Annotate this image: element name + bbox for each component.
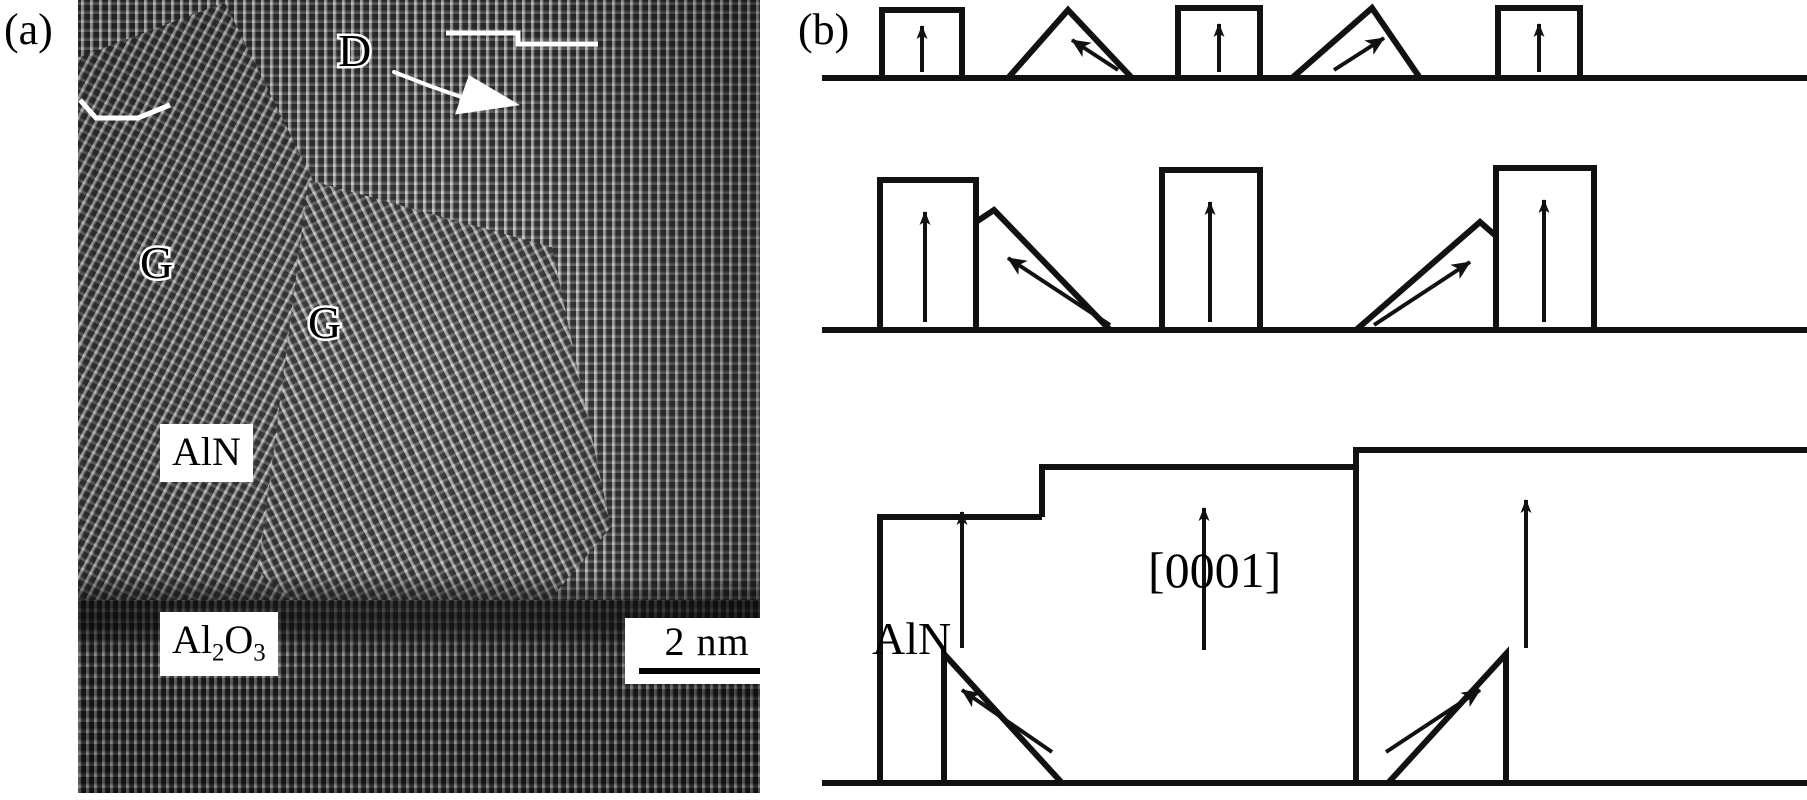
substrate-label-o: O — [224, 617, 254, 662]
stage-3-group — [822, 447, 1807, 786]
scale-bar-label: 2 nm — [664, 619, 750, 664]
stage-3-boundary-right — [1385, 646, 1509, 786]
stage-3-arrow-upright — [1384, 688, 1482, 754]
substrate-label-sub-2: 2 — [212, 639, 225, 667]
stage-1-group — [822, 3, 1807, 81]
stage-1-column-1 — [879, 7, 965, 81]
stage-2-wedge-right — [1354, 218, 1498, 333]
substrate-label-sub-3: 3 — [253, 639, 266, 667]
stage-1-column-3 — [1495, 5, 1583, 81]
stage-1-arrow-upright — [1332, 36, 1386, 72]
coalescence-schematic — [822, 3, 1807, 786]
crystal-direction-label: [0001] — [1148, 542, 1282, 598]
stage-1-arrow-upleft — [1070, 38, 1120, 72]
stage-2-group — [822, 165, 1807, 333]
stage-2-arrows — [919, 199, 1550, 327]
grain-boundary-label-2: G — [305, 297, 343, 348]
stage-3-boundary-left — [941, 646, 1065, 786]
stage-1-column-2 — [1175, 5, 1263, 81]
substrate-label-al2o3: Al2O3 — [160, 612, 278, 677]
panel-b-letter: (b) — [798, 5, 850, 54]
stage-1-arrows — [916, 23, 1545, 72]
substrate-label-al: Al — [172, 617, 212, 662]
panel-a-letter: (a) — [4, 5, 53, 54]
stage-1-island-left-facet — [1001, 5, 1139, 81]
grain-boundary-label-1: G — [137, 237, 175, 288]
film-label-aln: AlN — [160, 424, 253, 482]
panel-a: (a) D G — [0, 0, 770, 800]
hrtem-micrograph: D G G AlN Al2O3 2 nm — [78, 0, 760, 793]
stage-2-arrow-upright — [1372, 260, 1472, 327]
scale-bar: 2 nm — [625, 618, 760, 684]
stage-3-column-1 — [877, 514, 1042, 783]
stage-2-wedge-left — [974, 206, 1113, 333]
stage-3-arrows — [956, 499, 1532, 754]
stage-2-column-2 — [1159, 167, 1263, 333]
stage-1-island-right-facet — [1284, 3, 1426, 81]
schematic-material-label: AlN — [872, 613, 952, 664]
stage-3-arrow-upleft — [960, 688, 1054, 754]
panel-b: (b) — [780, 0, 1807, 800]
contrast-shading-right — [558, 0, 760, 700]
scale-bar-rule — [639, 668, 760, 674]
stage-2-column-3 — [1493, 165, 1597, 333]
stage-3-column-3 — [1353, 447, 1807, 467]
stage-2-column-1 — [877, 177, 979, 333]
stage-3-column-2 — [1039, 464, 1359, 783]
stage-2-arrow-upleft — [1006, 256, 1112, 327]
dislocation-label: D — [335, 25, 373, 76]
